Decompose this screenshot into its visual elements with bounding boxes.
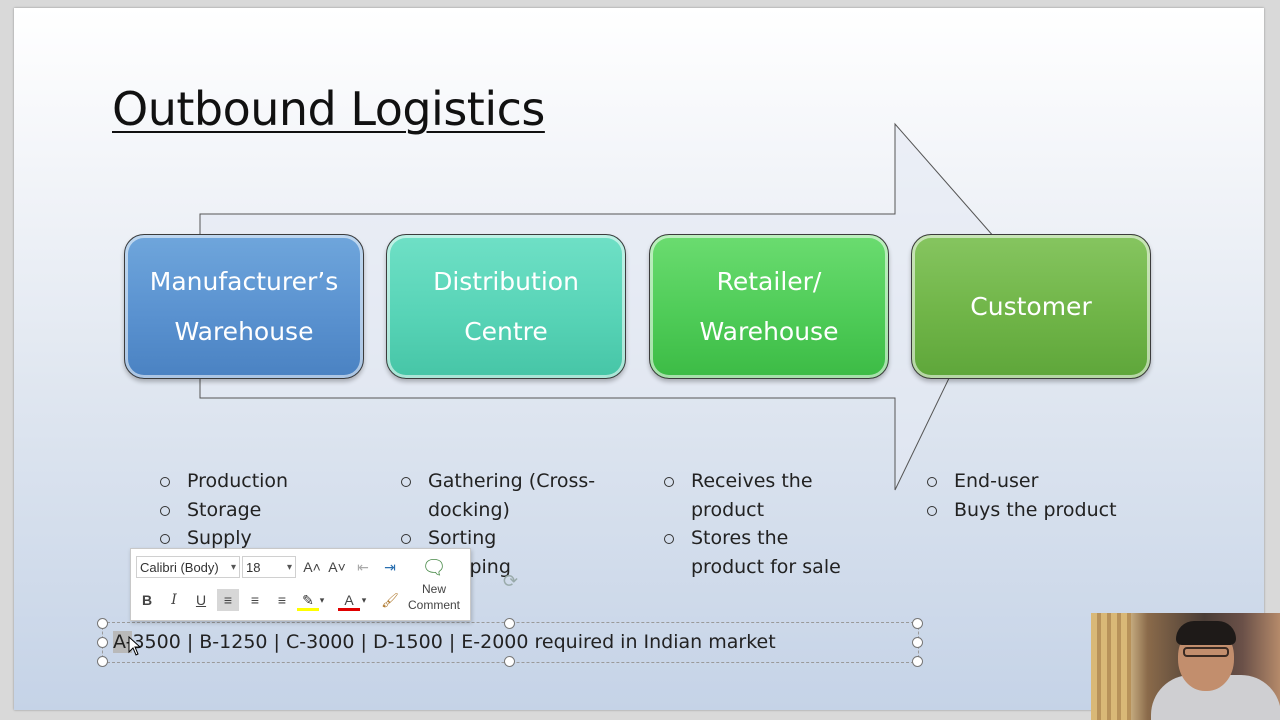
mini-formatting-toolbar: Calibri (Body) 18 A˄ A˅ ⇤ ⇥ B I U ≡ ≡ ≡ … (130, 548, 471, 621)
webcam-curtain (1091, 613, 1131, 720)
resize-handle-bottom-right[interactable] (912, 656, 923, 667)
resize-handle-right[interactable] (912, 637, 923, 648)
flow-step-distribution-centre[interactable]: Distribution Centre (386, 234, 626, 379)
align-center-icon[interactable]: ≡ (250, 592, 260, 608)
flow-step-customer[interactable]: Customer (911, 234, 1151, 379)
bullet-item: Buys the product (926, 496, 1146, 525)
flow-step-label: Retailer/ Warehouse (699, 266, 839, 346)
bullet-item: Production (159, 467, 379, 496)
new-comment-icon: 🗨 (421, 557, 447, 579)
bullet-item: Supply (159, 524, 379, 553)
resize-handle-top[interactable] (504, 618, 515, 629)
new-comment-button[interactable]: 🗨 New Comment (403, 555, 465, 615)
grow-font-button[interactable]: A˄ (303, 559, 321, 575)
bullet-item: End-user (926, 467, 1146, 496)
bullet-item: Gathering (Cross-docking) (400, 467, 630, 524)
format-painter-icon[interactable]: 🖌 (381, 592, 399, 608)
flow-step-manufacturer-warehouse[interactable]: Manufacturer’s Warehouse (124, 234, 364, 379)
selected-text: A- (113, 631, 133, 653)
rotate-handle-icon[interactable]: ⟳ (503, 571, 519, 592)
flow-step-label: Manufacturer’s Warehouse (149, 266, 339, 346)
bullet-list-customer[interactable]: End-user Buys the product (926, 467, 1146, 524)
bullet-list-manufacturer[interactable]: Production Storage Supply (159, 467, 379, 553)
webcam-presenter-glasses (1183, 647, 1229, 657)
highlight-color-icon[interactable]: ✎ (297, 589, 319, 611)
bullet-list-retailer[interactable]: Receives the product Stores the product … (663, 467, 843, 581)
chevron-down-icon[interactable]: ▾ (319, 595, 325, 605)
bullet-item: Storage (159, 496, 379, 525)
chevron-down-icon[interactable]: ▾ (361, 595, 367, 605)
mouse-pointer-icon (128, 636, 142, 656)
italic-button[interactable]: I (171, 592, 177, 608)
resize-handle-bottom[interactable] (504, 656, 515, 667)
resize-handle-bottom-left[interactable] (97, 656, 108, 667)
new-comment-label: New Comment (407, 582, 460, 612)
font-color-button[interactable]: A (338, 589, 360, 611)
bold-button[interactable]: B (141, 592, 153, 608)
flow-step-retailer-warehouse[interactable]: Retailer/ Warehouse (649, 234, 889, 379)
bullet-item: Stores the product for sale (663, 524, 843, 581)
slide-title[interactable]: Outbound Logistics (112, 82, 545, 136)
text-box-text: 3500 | B-1250 | C-3000 | D-1500 | E-2000… (132, 631, 776, 653)
bullet-item: Sorting (400, 524, 630, 553)
webcam-presenter-hair (1176, 621, 1236, 645)
flow-step-label: Distribution Centre (433, 266, 579, 346)
underline-button[interactable]: U (195, 592, 207, 608)
resize-handle-top-left[interactable] (97, 618, 108, 629)
font-size-dropdown[interactable]: 18 (242, 556, 296, 579)
text-box-content[interactable]: A-3500 | B-1250 | C-3000 | D-1500 | E-20… (113, 631, 776, 653)
resize-handle-left[interactable] (97, 637, 108, 648)
bullet-item: Receives the product (663, 467, 843, 524)
increase-indent-icon[interactable]: ⇥ (384, 559, 396, 575)
shrink-font-button[interactable]: A˅ (328, 559, 346, 575)
align-right-icon[interactable]: ≡ (277, 592, 287, 608)
font-family-dropdown[interactable]: Calibri (Body) (136, 556, 240, 579)
decrease-indent-icon[interactable]: ⇤ (357, 559, 369, 575)
flow-step-label: Customer (970, 291, 1092, 321)
resize-handle-top-right[interactable] (912, 618, 923, 629)
webcam-overlay (1091, 613, 1280, 720)
align-left-icon[interactable]: ≡ (217, 589, 239, 611)
